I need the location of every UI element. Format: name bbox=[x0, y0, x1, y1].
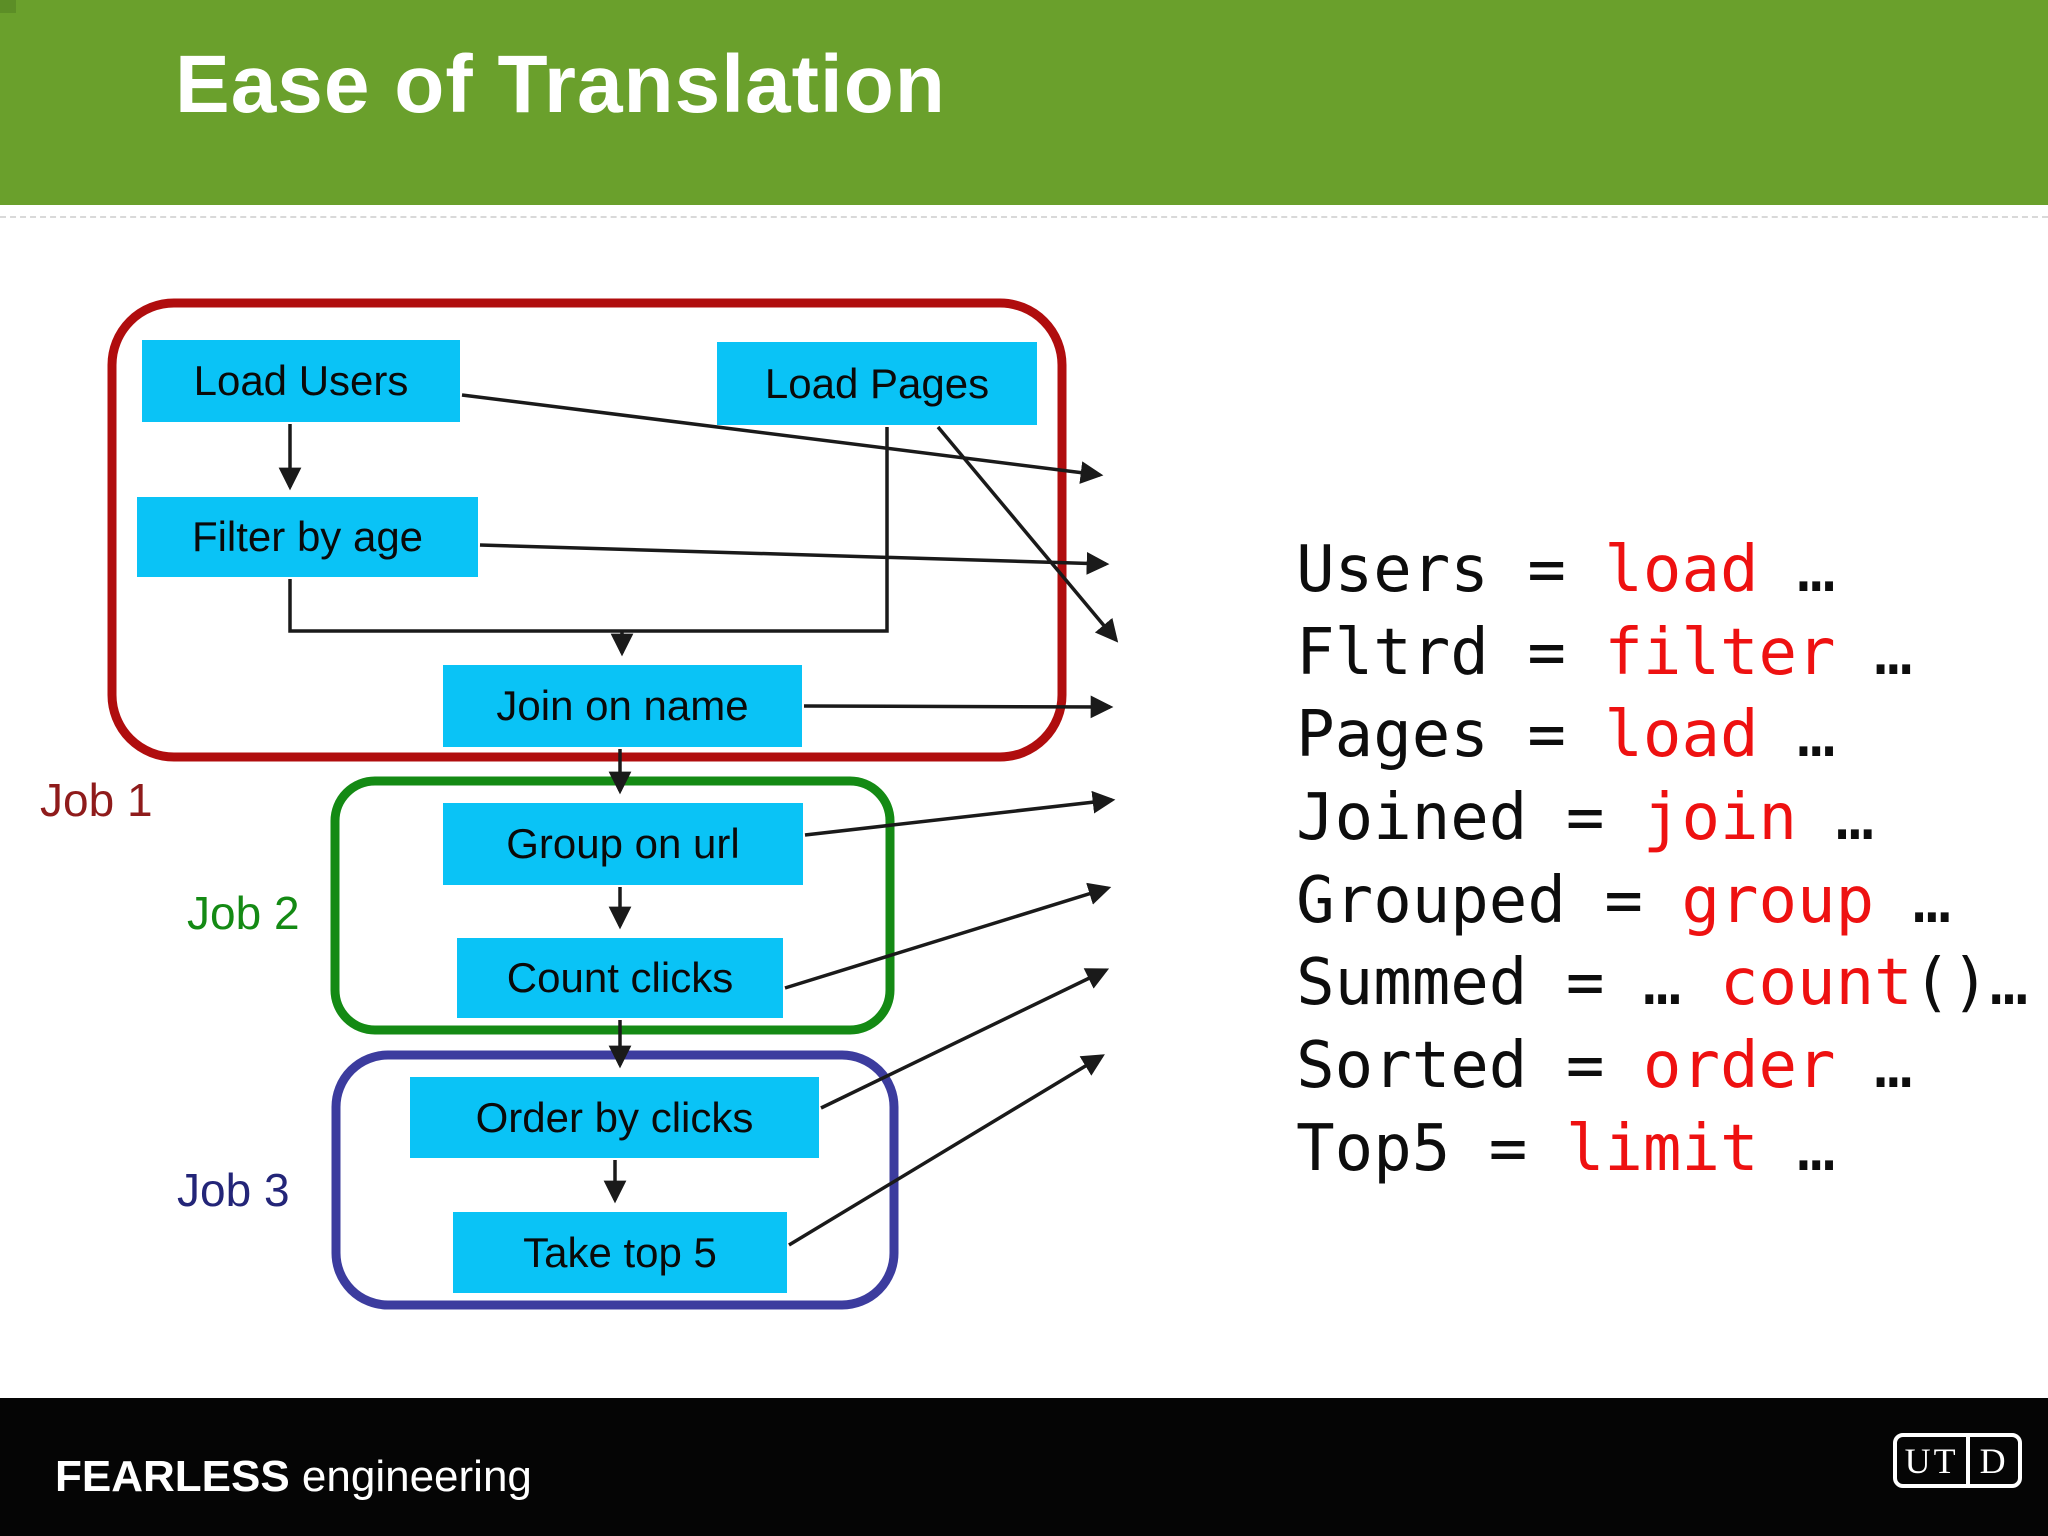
flow-node-join-on-name: Join on name bbox=[443, 665, 802, 747]
flow-node-count-clicks: Count clicks bbox=[457, 938, 783, 1018]
flow-node-order-by-clicks: Order by clicks bbox=[410, 1077, 819, 1158]
footer-brand-regular: engineering bbox=[289, 1452, 532, 1501]
page-title: Ease of Translation bbox=[175, 39, 946, 130]
header-bar: Ease of Translation bbox=[0, 0, 2048, 205]
arrow-count-to-summed-code bbox=[784, 882, 1112, 990]
code-keyword: load bbox=[1604, 533, 1759, 607]
header-corner-decoration bbox=[0, 0, 16, 13]
footer-brand: FEARLESS engineering bbox=[55, 1452, 532, 1502]
code-post: … bbox=[1874, 864, 1952, 938]
header-divider bbox=[0, 216, 2048, 218]
code-pre: Pages = bbox=[1296, 698, 1605, 772]
arrow-loadusers-to-users-code bbox=[461, 393, 1104, 484]
code-pre: Top5 = bbox=[1296, 1112, 1566, 1186]
job2-label: Job 2 bbox=[187, 887, 300, 939]
code-keyword: limit bbox=[1565, 1112, 1759, 1186]
code-keyword: join bbox=[1642, 781, 1798, 855]
job1-outline bbox=[107, 298, 1067, 762]
job1-label: Job 1 bbox=[40, 774, 153, 826]
code-line-joined: Joined = join … bbox=[1142, 698, 1874, 855]
code-post: ()… bbox=[1912, 946, 2029, 1020]
code-post: … bbox=[1758, 533, 1836, 607]
code-keyword: load bbox=[1604, 698, 1759, 772]
arrow-filter-to-fltrd-code bbox=[479, 543, 1110, 575]
code-line-fltrd: Fltrd = filter … bbox=[1142, 533, 1913, 690]
footer-brand-bold: FEARLESS bbox=[55, 1452, 290, 1501]
flow-node-load-pages: Load Pages bbox=[717, 342, 1037, 425]
arrow-join-to-joined-code bbox=[803, 695, 1114, 719]
arrow-order-to-sorted-code bbox=[820, 968, 1110, 1110]
code-line-grouped: Grouped = group … bbox=[1142, 781, 1951, 938]
utd-logo: UT D bbox=[1893, 1433, 2022, 1488]
utd-logo-ut: UT bbox=[1897, 1437, 1971, 1484]
code-pre: Grouped = bbox=[1296, 864, 1682, 938]
code-keyword: count bbox=[1719, 946, 1913, 1020]
job3-label: Job 3 bbox=[177, 1164, 290, 1216]
flow-node-load-users: Load Users bbox=[142, 340, 460, 422]
code-pre: Fltrd = bbox=[1296, 616, 1605, 690]
flow-node-take-top-5: Take top 5 bbox=[453, 1212, 787, 1293]
code-pre: Sorted = bbox=[1296, 1029, 1643, 1103]
connector-filter-loadpages-elbow bbox=[288, 427, 889, 633]
code-keyword: order bbox=[1642, 1029, 1836, 1103]
code-keyword: filter bbox=[1604, 616, 1836, 690]
footer-bar bbox=[0, 1398, 2048, 1536]
code-line-users: Users = load … bbox=[1142, 450, 1835, 607]
flow-node-group-on-url: Group on url bbox=[443, 803, 803, 885]
code-post: … bbox=[1835, 1029, 1913, 1103]
code-post: … bbox=[1835, 616, 1913, 690]
code-keyword: group bbox=[1681, 864, 1875, 938]
code-line-pages: Pages = load … bbox=[1142, 615, 1835, 772]
code-line-summed: Summed = … count()… bbox=[1142, 863, 2028, 1020]
utd-logo-d: D bbox=[1979, 1440, 2009, 1481]
flow-node-filter-by-age: Filter by age bbox=[137, 497, 478, 577]
arrow-group-to-grouped-code bbox=[804, 790, 1116, 837]
code-pre: Summed = … bbox=[1296, 946, 1720, 1020]
code-line-sorted: Sorted = order … bbox=[1142, 946, 1913, 1103]
arrow-loadpages-to-pages-code bbox=[936, 425, 1119, 643]
code-line-top5: Top5 = limit … bbox=[1142, 1029, 1835, 1186]
code-pre: Users = bbox=[1296, 533, 1605, 607]
code-post: … bbox=[1758, 698, 1836, 772]
arrow-take-to-top5-code bbox=[788, 1054, 1105, 1247]
code-post: … bbox=[1758, 1112, 1836, 1186]
code-post: … bbox=[1797, 781, 1875, 855]
code-pre: Joined = bbox=[1296, 781, 1643, 855]
